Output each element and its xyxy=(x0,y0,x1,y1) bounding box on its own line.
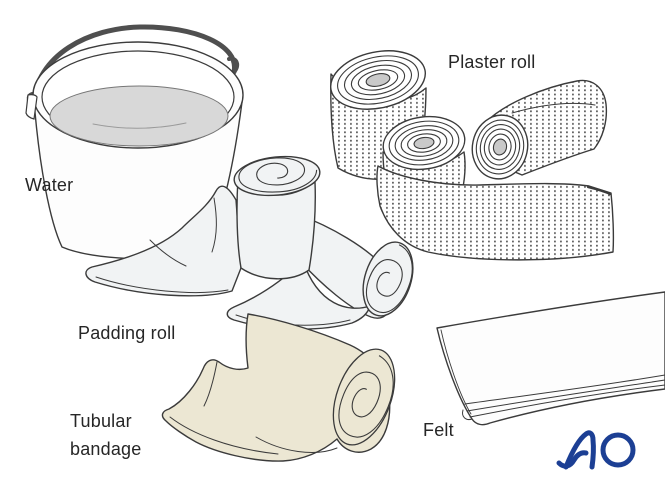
plaster-roll-1-end xyxy=(329,50,427,110)
padding-roll-label: Padding roll xyxy=(78,323,176,343)
plaster-strip xyxy=(376,165,615,261)
ao-logo xyxy=(556,430,636,470)
felt-corner-curl xyxy=(462,409,473,420)
water-reflection xyxy=(92,122,187,129)
ao-logo-letter-a-bar xyxy=(556,450,589,469)
felt-label: Felt xyxy=(423,420,454,440)
padding-fabric xyxy=(85,185,242,297)
tubular-bandage-end xyxy=(332,348,396,446)
plaster-roll-3-end xyxy=(471,114,529,180)
water-surface xyxy=(49,85,229,147)
felt-top xyxy=(436,291,665,426)
ao-logo-letter-a xyxy=(563,430,596,470)
water-label: Water xyxy=(25,175,74,195)
plaster-roll-label: Plaster roll xyxy=(448,52,536,72)
tubular-bandage-label: Tubular bandage xyxy=(70,411,142,459)
bucket-handle xyxy=(30,24,237,109)
tubular-bandage xyxy=(161,313,396,462)
felt-sheet xyxy=(436,291,665,426)
plaster-rolls xyxy=(329,50,615,261)
padding-roll-2-end xyxy=(362,241,414,317)
plaster-roll-2-end xyxy=(382,115,466,171)
ao-logo-letter-o xyxy=(600,432,636,468)
padding-roll-1-end xyxy=(233,155,321,197)
bucket-left-tab xyxy=(25,94,38,120)
